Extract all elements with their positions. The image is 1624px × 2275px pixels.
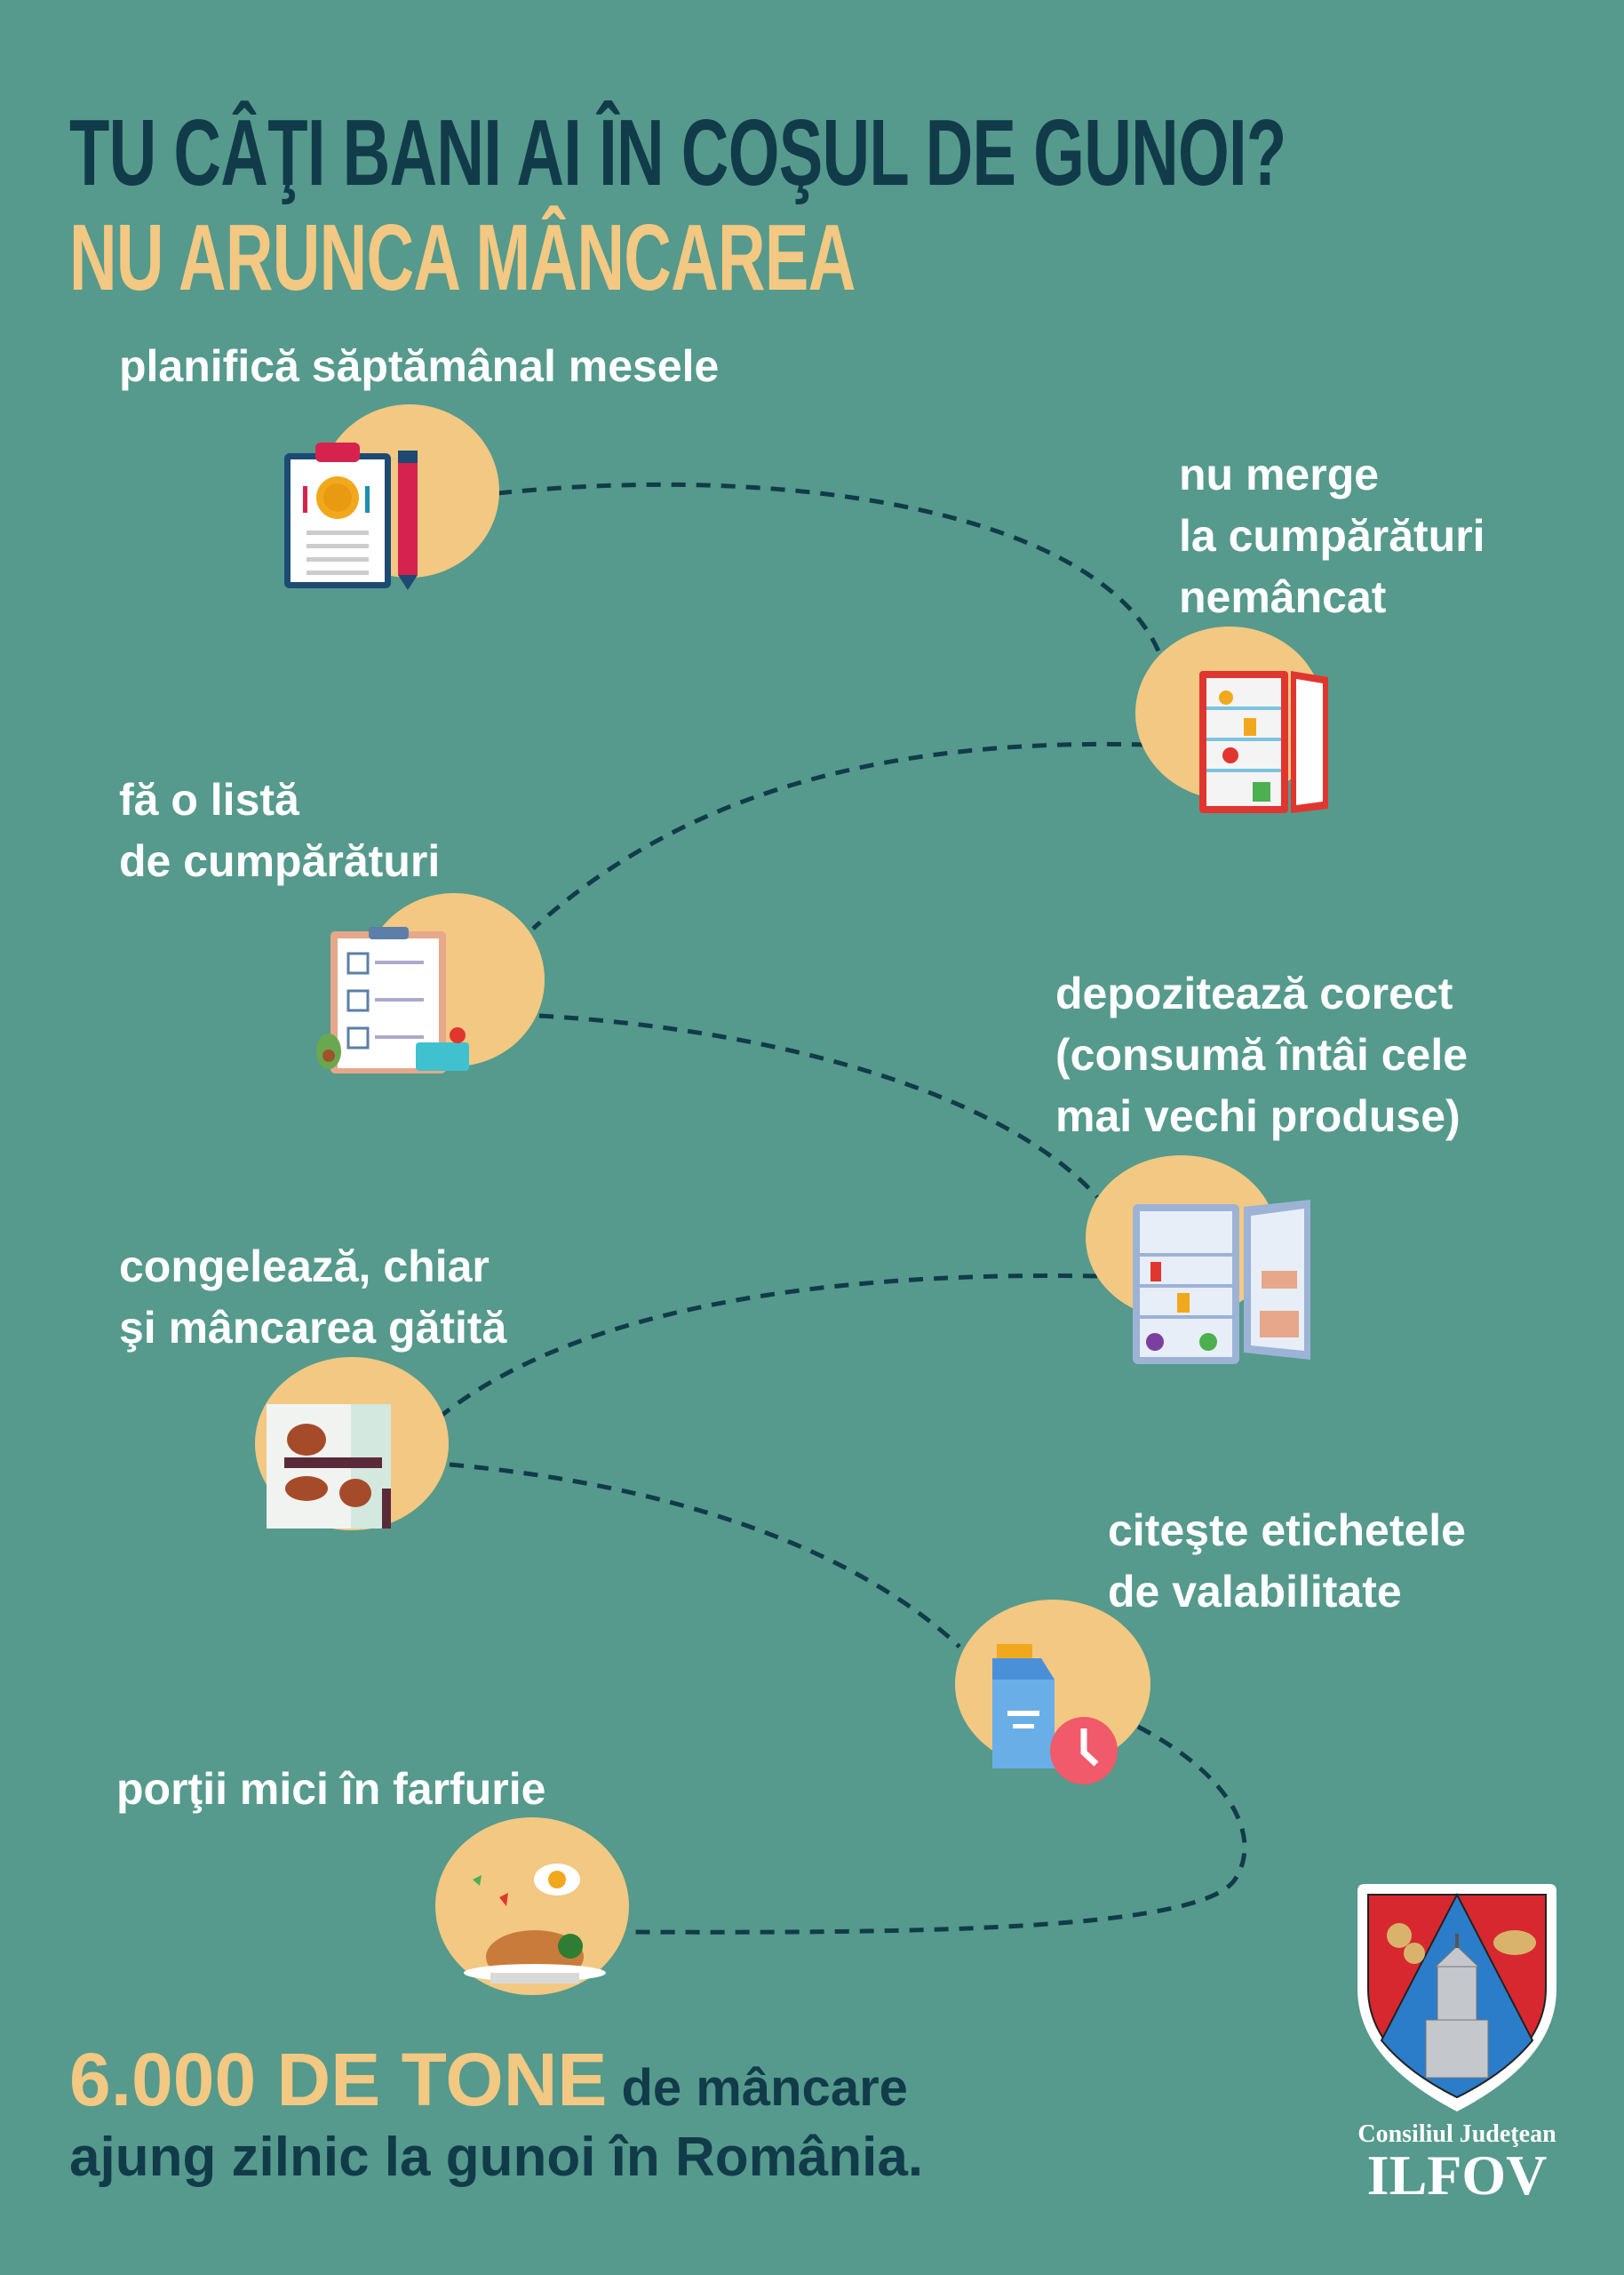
step-label-small-portions: porţii mici în farfurie (116, 1759, 545, 1820)
freezer-food-icon (267, 1404, 391, 1529)
step-label-not-hungry: nu merge la cumpărături nemâncat (1179, 444, 1485, 628)
step-label-freeze: congelează, chiar şi mâncarea gătită (119, 1236, 506, 1359)
label-line: planifică săptămânal mesele (119, 341, 720, 391)
page-title: TU CÂŢI BANI AI ÎN COŞUL DE GUNOI? (69, 100, 1286, 205)
label-line: congelează, chiar (119, 1241, 490, 1291)
label-line: mai vechi produse) (1055, 1091, 1461, 1141)
footer-line2: ajung zilnic la gunoi în România. (69, 2127, 924, 2188)
logo-ilfov-text: ILFOV (1366, 2143, 1548, 2207)
open-fridge-icon (1199, 671, 1328, 813)
step-label-plan-meals: planifică săptămânal mesele (119, 336, 719, 397)
footer-statistic: 6.000 DE TONE de mâncare (69, 2037, 908, 2123)
label-line: nemâncat (1179, 572, 1387, 622)
label-line: porţii mici în farfurie (116, 1764, 546, 1814)
coat-of-arms-icon (1357, 1884, 1556, 2111)
footer-highlight: 6.000 DE TONE (69, 2038, 608, 2121)
stocked-fridge-icon (1133, 1200, 1310, 1364)
label-line: fă o listă (119, 775, 299, 825)
label-line: citeşte etichetele (1108, 1505, 1466, 1555)
footer-line1-rest: de mâncare (607, 2059, 908, 2117)
step-label-shopping-list: fă o listă de cumpărături (119, 770, 440, 892)
food-plate-icon (464, 1864, 606, 1984)
label-line: şi mâncarea gătită (119, 1303, 507, 1353)
label-line: de valabilitate (1108, 1567, 1402, 1616)
step-label-store-correctly: depozitează corect (consumă întâi cele mai… (1055, 963, 1468, 1147)
label-line: depozitează corect (1055, 969, 1453, 1018)
label-line: (consumă întâi cele (1055, 1030, 1469, 1080)
milk-carton-clock-icon (992, 1644, 1118, 1784)
page-subtitle: NU ARUNCA MÂNCAREA (69, 205, 856, 310)
label-line: nu merge (1179, 450, 1380, 499)
shopping-list-icon (316, 927, 469, 1074)
meal-plan-clipboard-icon (284, 443, 418, 590)
ilfov-logo: Consiliul Judeţean ILFOV (1350, 1882, 1564, 2207)
logo-council-text: Consiliul Judeţean (1357, 2120, 1556, 2148)
label-line: de cumpărături (119, 836, 441, 886)
label-line: la cumpărături (1179, 511, 1485, 561)
step-label-read-labels: citeşte etichetele de valabilitate (1108, 1500, 1466, 1623)
